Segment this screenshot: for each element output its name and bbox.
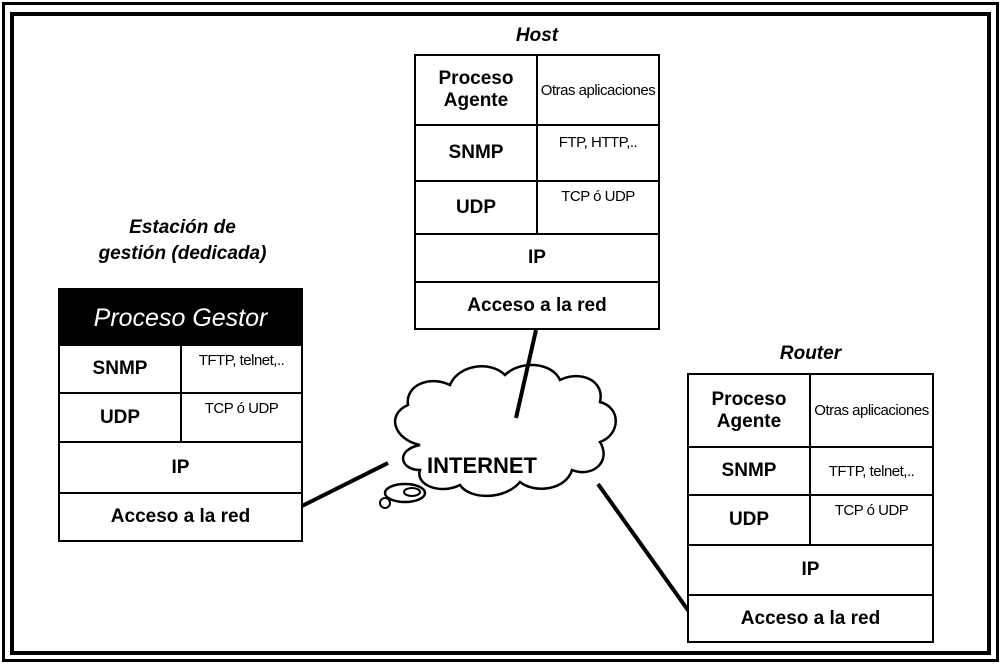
station-udp-alt-cell: TCP ó UDP [204,400,279,417]
host-agent-cell: Proceso Agente [416,56,538,124]
router-udp-row: UDP TCP ó UDP [689,496,932,546]
router-ip-cell: IP [801,559,820,580]
host-ip-row: IP [416,235,658,283]
host-udp-row: UDP TCP ó UDP [416,182,658,235]
router-ip-row: IP [689,546,932,596]
inner-frame [10,12,991,655]
router-snmp-alt-cell: TFTP, telnet,.. [828,462,915,480]
internet-label: INTERNET [427,453,537,478]
host-udp-alt-cell: TCP ó UDP [561,188,635,205]
link-router [596,482,692,615]
station-manager-row: Proceso Gestor [60,290,301,346]
host-stack: Proceso Agente Otras aplicaciones SNMP F… [414,54,660,330]
internet-cloud [379,363,617,509]
router-udp-cell: UDP [689,496,811,544]
router-app-row: Proceso Agente Otras aplicaciones [689,375,932,448]
router-udp-alt-cell: TCP ó UDP [834,502,909,519]
station-title-line1: Estación de [129,217,236,238]
station-manager-cell: Proceso Gestor [60,290,301,346]
station-snmp-row: SNMP TFTP, telnet,.. [60,346,301,394]
router-access-row: Acceso a la red [689,596,932,641]
router-title: Router [779,343,842,364]
station-udp-cell: UDP [60,394,182,441]
router-access-cell: Acceso a la red [740,607,881,629]
station-snmp-cell: SNMP [60,346,182,392]
station-ip-row: IP [60,443,301,494]
cloud-shape [394,363,617,498]
host-access-row: Acceso a la red [416,283,658,328]
router-snmp-row: SNMP TFTP, telnet,.. [689,448,932,496]
station-access-cell: Acceso a la red [110,506,251,527]
host-access-cell: Acceso a la red [467,294,607,316]
station-access-row: Acceso a la red [60,494,301,540]
cloud-puff-small [379,497,391,509]
router-other-apps-cell: Otras aplicaciones [814,402,929,419]
router-agent-cell: Proceso Agente [689,375,811,446]
host-app-row: Proceso Agente Otras aplicaciones [416,56,658,126]
cloud-puff-inner [403,487,421,497]
host-snmp-row: SNMP FTP, HTTP,.. [416,126,658,182]
host-title: Host [515,25,559,46]
host-snmp-alt-cell: FTP, HTTP,.. [558,134,638,151]
station-udp-row: UDP TCP ó UDP [60,394,301,443]
router-stack: Proceso Agente Otras aplicaciones SNMP T… [687,373,934,643]
station-snmp-alt-cell: TFTP, telnet,.. [198,352,285,369]
host-ip-cell: IP [528,247,546,268]
link-host [514,329,538,419]
station-ip-cell: IP [171,456,190,478]
host-udp-cell: UDP [416,182,538,233]
host-snmp-cell: SNMP [416,126,538,180]
link-station [299,461,389,509]
router-snmp-cell: SNMP [689,448,811,494]
host-other-apps-cell: Otras aplicaciones [540,81,656,99]
station-stack: Proceso Gestor SNMP TFTP, telnet,.. UDP … [58,288,303,542]
station-title-line2: gestión (dedicada) [98,243,267,264]
